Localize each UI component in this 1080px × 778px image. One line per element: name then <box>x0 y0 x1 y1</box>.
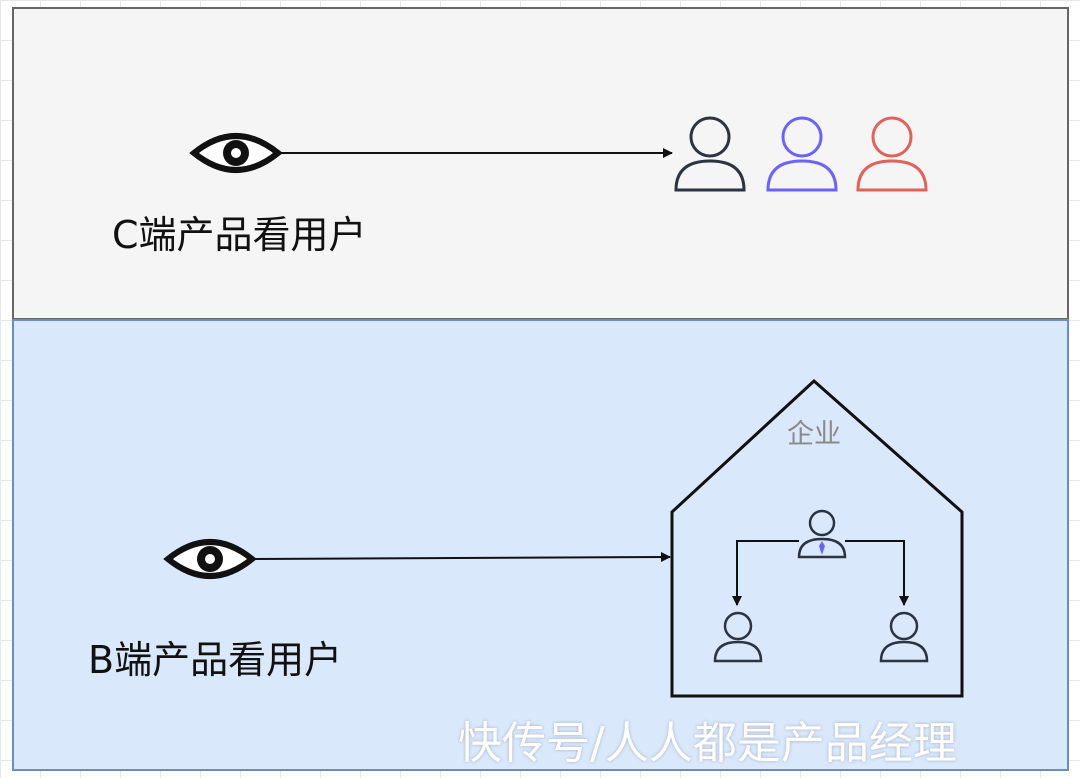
user-head <box>689 116 731 158</box>
company-house-shape <box>670 378 964 698</box>
employee-user-icon <box>879 611 929 663</box>
b-view-arrow <box>251 552 671 563</box>
company-label: 企业 <box>787 419 841 450</box>
user-icon <box>856 116 928 192</box>
c-side-panel <box>12 7 1069 320</box>
user-body <box>674 159 746 192</box>
watermark-text: 快传号/人人都是产品经理 <box>458 718 957 769</box>
manager-user-icon <box>797 509 847 559</box>
b-side-label: B端产品看用户 <box>88 638 343 682</box>
user-icon <box>674 116 746 192</box>
user-icon <box>766 116 838 192</box>
eye-icon <box>189 133 283 173</box>
org-connector-right <box>845 540 909 606</box>
eye-icon <box>163 539 257 579</box>
tie-icon <box>819 541 825 555</box>
c-side-label: C端产品看用户 <box>112 213 367 257</box>
employee-user-icon <box>713 611 763 663</box>
org-connector-left <box>732 540 799 606</box>
